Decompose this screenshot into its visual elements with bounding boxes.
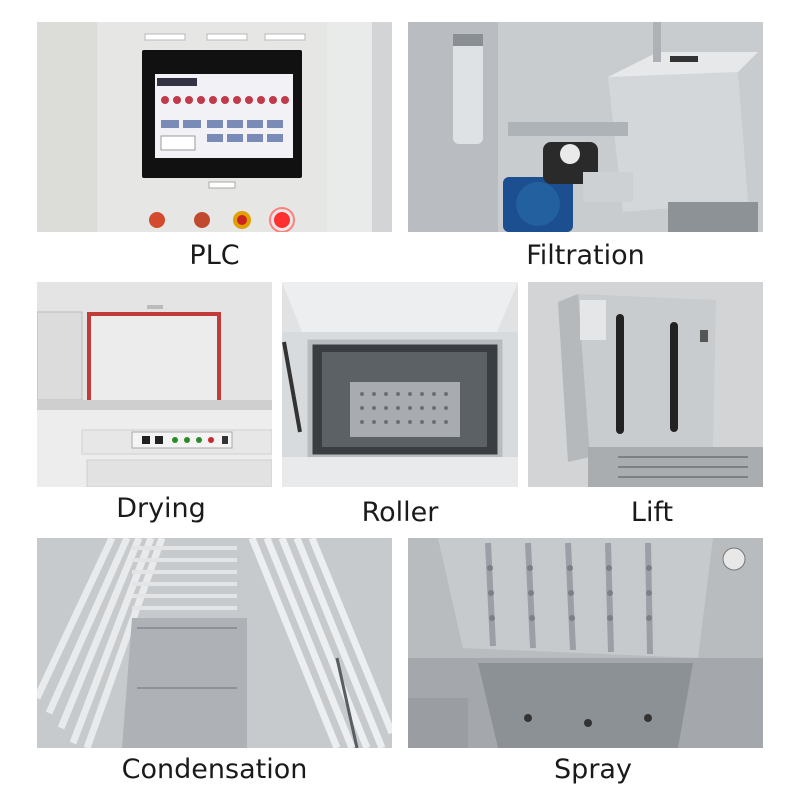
roller-photo xyxy=(282,282,518,487)
condensation-caption: Condensation xyxy=(121,754,308,785)
filtration-caption: Filtration xyxy=(526,240,645,271)
lift-caption: Lift xyxy=(630,497,674,528)
drying-photo xyxy=(37,282,272,487)
roller-caption: Roller xyxy=(361,497,439,528)
condensation-photo xyxy=(37,538,392,748)
filtration-photo xyxy=(408,22,763,232)
spray-photo xyxy=(408,538,763,748)
drying-caption: Drying xyxy=(116,493,206,524)
spray-caption: Spray xyxy=(554,754,632,785)
plc-caption: PLC xyxy=(189,240,240,271)
plc-photo xyxy=(37,22,392,232)
lift-photo xyxy=(528,282,763,487)
